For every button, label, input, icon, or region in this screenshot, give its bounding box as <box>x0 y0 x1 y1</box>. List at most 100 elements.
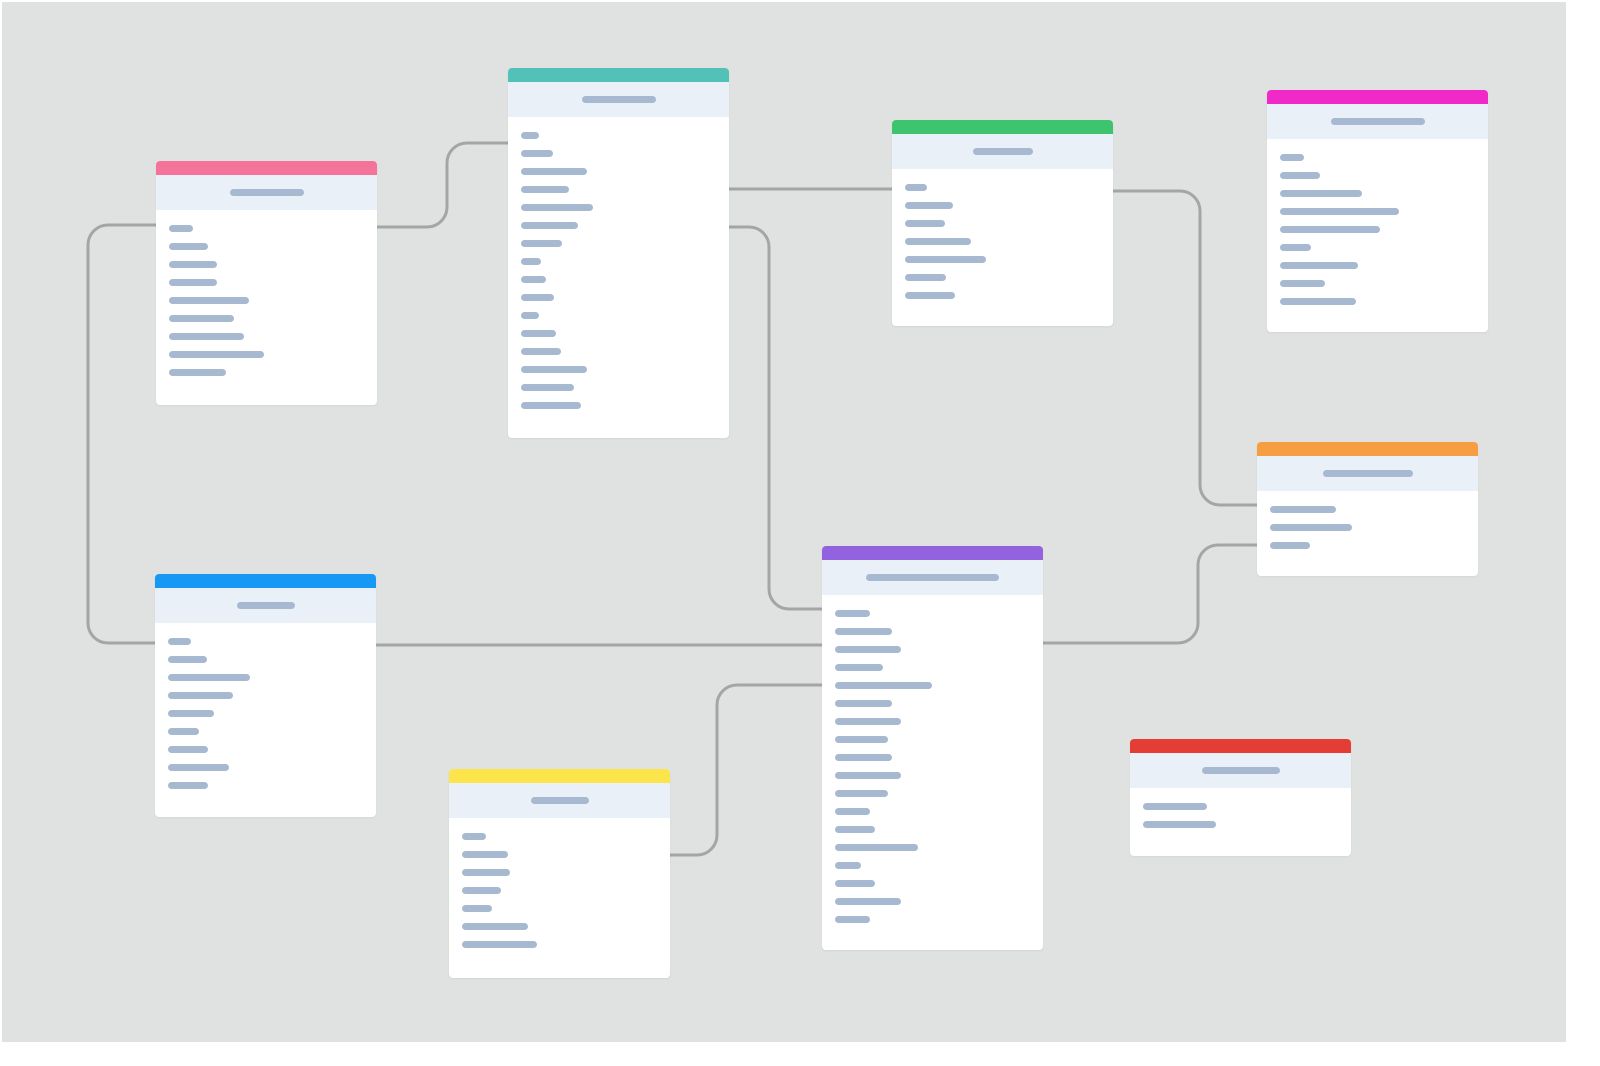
table-field-placeholder[interactable] <box>905 256 986 263</box>
entity-table-blue[interactable] <box>155 574 376 817</box>
entity-table-pink[interactable] <box>156 161 377 405</box>
table-field-placeholder[interactable] <box>1270 542 1310 549</box>
table-field-placeholder[interactable] <box>521 330 556 337</box>
table-field-placeholder[interactable] <box>1280 172 1320 179</box>
table-field-placeholder[interactable] <box>169 369 226 376</box>
table-header[interactable] <box>449 783 670 818</box>
table-field-placeholder[interactable] <box>835 628 892 635</box>
entity-table-green[interactable] <box>892 120 1113 326</box>
table-field-placeholder[interactable] <box>521 384 574 391</box>
table-field-placeholder[interactable] <box>169 297 249 304</box>
table-field-placeholder[interactable] <box>169 279 217 286</box>
table-field-placeholder[interactable] <box>521 366 587 373</box>
table-field-placeholder[interactable] <box>168 638 191 645</box>
table-field-placeholder[interactable] <box>462 941 537 948</box>
table-header[interactable] <box>1130 753 1351 788</box>
table-field-placeholder[interactable] <box>521 240 562 247</box>
table-field-placeholder[interactable] <box>521 348 561 355</box>
entity-table-red[interactable] <box>1130 739 1351 856</box>
table-field-placeholder[interactable] <box>835 664 883 671</box>
table-field-placeholder[interactable] <box>835 682 932 689</box>
table-field-placeholder[interactable] <box>905 220 945 227</box>
table-field-placeholder[interactable] <box>462 887 501 894</box>
table-field-placeholder[interactable] <box>835 880 875 887</box>
table-field-placeholder[interactable] <box>462 833 486 840</box>
table-field-placeholder[interactable] <box>168 728 199 735</box>
table-field-placeholder[interactable] <box>462 869 510 876</box>
table-field-placeholder[interactable] <box>169 333 244 340</box>
table-field-placeholder[interactable] <box>462 851 508 858</box>
table-header[interactable] <box>155 588 376 623</box>
table-accent-bar <box>1130 739 1351 753</box>
table-field-placeholder[interactable] <box>1280 244 1311 251</box>
table-field-placeholder[interactable] <box>1143 803 1207 810</box>
entity-table-orange[interactable] <box>1257 442 1478 576</box>
table-field-placeholder[interactable] <box>168 656 207 663</box>
table-field-placeholder[interactable] <box>521 132 539 139</box>
table-field-placeholder[interactable] <box>1270 524 1352 531</box>
table-field-placeholder[interactable] <box>168 674 250 681</box>
table-header[interactable] <box>508 82 729 117</box>
table-field-placeholder[interactable] <box>835 898 901 905</box>
table-field-placeholder[interactable] <box>835 700 892 707</box>
table-field-placeholder[interactable] <box>835 808 870 815</box>
table-field-placeholder[interactable] <box>1270 506 1336 513</box>
table-field-placeholder[interactable] <box>168 692 233 699</box>
table-field-placeholder[interactable] <box>835 790 888 797</box>
table-field-placeholder[interactable] <box>521 204 593 211</box>
table-header[interactable] <box>892 134 1113 169</box>
table-field-placeholder[interactable] <box>169 243 208 250</box>
table-field-placeholder[interactable] <box>462 923 528 930</box>
table-field-placeholder[interactable] <box>521 186 569 193</box>
table-field-placeholder[interactable] <box>1280 190 1362 197</box>
table-field-placeholder[interactable] <box>1280 280 1325 287</box>
table-field-placeholder[interactable] <box>905 292 955 299</box>
table-field-placeholder[interactable] <box>168 764 229 771</box>
table-field-placeholder[interactable] <box>521 150 553 157</box>
table-field-placeholder[interactable] <box>169 225 193 232</box>
table-field-placeholder[interactable] <box>521 258 541 265</box>
table-field-placeholder[interactable] <box>462 905 492 912</box>
table-field-placeholder[interactable] <box>835 736 888 743</box>
table-field-placeholder[interactable] <box>1143 821 1216 828</box>
table-header[interactable] <box>1257 456 1478 491</box>
table-header[interactable] <box>822 560 1043 595</box>
table-field-placeholder[interactable] <box>835 826 875 833</box>
table-field-placeholder[interactable] <box>168 782 208 789</box>
entity-table-teal[interactable] <box>508 68 729 438</box>
table-field-placeholder[interactable] <box>835 754 892 761</box>
entity-table-magenta[interactable] <box>1267 90 1488 332</box>
table-field-placeholder[interactable] <box>521 222 578 229</box>
table-field-placeholder[interactable] <box>835 646 901 653</box>
table-field-placeholder[interactable] <box>835 916 870 923</box>
table-field-placeholder[interactable] <box>835 862 861 869</box>
entity-table-yellow[interactable] <box>449 769 670 978</box>
table-field-placeholder[interactable] <box>905 274 946 281</box>
table-field-placeholder[interactable] <box>835 610 870 617</box>
table-header[interactable] <box>1267 104 1488 139</box>
table-field-placeholder[interactable] <box>169 351 264 358</box>
table-field-placeholder[interactable] <box>1280 208 1399 215</box>
table-field-placeholder[interactable] <box>835 718 901 725</box>
table-field-placeholder[interactable] <box>169 261 217 268</box>
table-field-placeholder[interactable] <box>168 710 214 717</box>
table-field-placeholder[interactable] <box>905 202 953 209</box>
table-field-placeholder[interactable] <box>521 276 546 283</box>
table-field-placeholder[interactable] <box>905 238 971 245</box>
table-field-placeholder[interactable] <box>1280 298 1356 305</box>
table-header[interactable] <box>156 175 377 210</box>
table-field-placeholder[interactable] <box>169 315 234 322</box>
table-title-placeholder <box>236 602 295 609</box>
table-field-placeholder[interactable] <box>1280 154 1304 161</box>
entity-table-purple[interactable] <box>822 546 1043 950</box>
table-field-placeholder[interactable] <box>521 294 554 301</box>
table-field-placeholder[interactable] <box>835 844 918 851</box>
table-field-placeholder[interactable] <box>521 402 581 409</box>
table-field-placeholder[interactable] <box>521 168 587 175</box>
table-field-placeholder[interactable] <box>835 772 901 779</box>
table-field-placeholder[interactable] <box>1280 262 1358 269</box>
table-field-placeholder[interactable] <box>1280 226 1380 233</box>
table-field-placeholder[interactable] <box>521 312 539 319</box>
table-field-placeholder[interactable] <box>168 746 208 753</box>
table-field-placeholder[interactable] <box>905 184 927 191</box>
